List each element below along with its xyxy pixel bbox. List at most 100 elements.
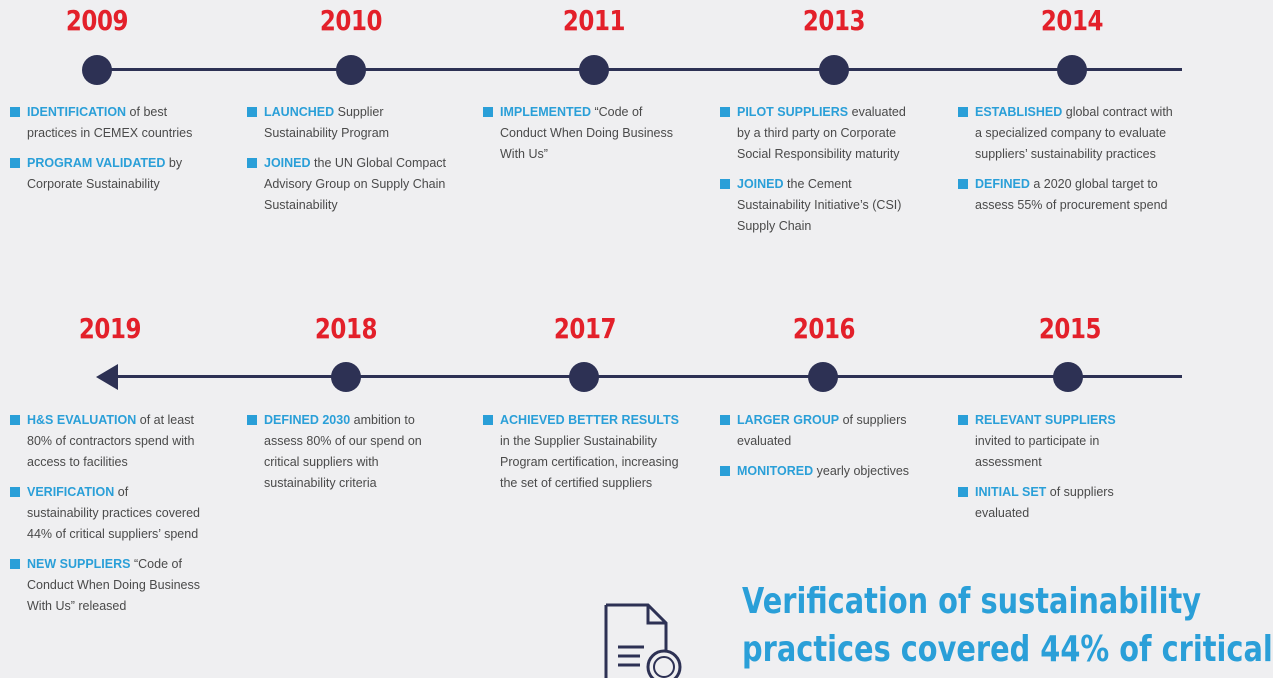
- milestone-text: of best practices in CEMEX countries: [27, 105, 193, 140]
- milestone-text: “Code of Conduct When Doing Business Wit…: [27, 557, 201, 613]
- year-label: 2011: [562, 4, 626, 37]
- milestone-highlight: ESTABLISHED: [975, 105, 1063, 119]
- milestone-column: IMPLEMENTED “Code of Conduct When Doing …: [483, 102, 673, 174]
- milestone-highlight: LARGER GROUP: [737, 413, 840, 427]
- year-label: 2010: [319, 4, 383, 37]
- milestone-text: global contract with a specialized compa…: [975, 105, 1173, 161]
- timeline-dot: [1057, 55, 1087, 85]
- year-label: 2017: [553, 312, 617, 345]
- arrow-left-icon: [96, 364, 118, 390]
- bullet-square-icon: [247, 415, 257, 425]
- milestone-text: the Cement Sustainability Initiative’s (…: [737, 177, 902, 233]
- milestone-item: IMPLEMENTED “Code of Conduct When Doing …: [483, 102, 673, 165]
- year-label: 2013: [802, 4, 866, 37]
- year-label: 2018: [314, 312, 378, 345]
- timeline-dot: [336, 55, 366, 85]
- callout-headline: Verification of sustainability practices…: [742, 578, 1273, 674]
- milestone-column: PILOT SUPPLIERS evaluated by a third par…: [720, 102, 918, 246]
- timeline-line: [112, 375, 1182, 378]
- bullet-square-icon: [10, 158, 20, 168]
- milestone-highlight: JOINED: [737, 177, 784, 191]
- milestone-text: a 2020 global target to assess 55% of pr…: [975, 177, 1168, 212]
- year-label: 2015: [1038, 312, 1102, 345]
- milestone-text: ambition to assess 80% of our spend on c…: [264, 413, 422, 490]
- timeline-dot: [331, 362, 361, 392]
- milestone-text: evaluated by a third party on Corporate …: [737, 105, 906, 161]
- bullet-square-icon: [720, 107, 730, 117]
- milestone-highlight: DEFINED 2030: [264, 413, 351, 427]
- milestone-item: ACHIEVED BETTER RESULTS in the Supplier …: [483, 410, 681, 494]
- timeline-dot: [569, 362, 599, 392]
- milestone-item: VERIFICATION of sustainability practices…: [10, 482, 200, 545]
- milestone-text: of sustainability practices covered 44% …: [27, 485, 200, 541]
- milestone-column: DEFINED 2030 ambition to assess 80% of o…: [247, 410, 452, 503]
- milestone-column: ESTABLISHED global contract with a speci…: [958, 102, 1180, 225]
- milestone-text: of suppliers evaluated: [975, 485, 1114, 520]
- timeline-dot: [819, 55, 849, 85]
- bullet-square-icon: [958, 179, 968, 189]
- bullet-square-icon: [958, 415, 968, 425]
- year-label: 2016: [792, 312, 856, 345]
- milestone-text: invited to participate in assessment: [975, 434, 1100, 469]
- milestone-text: “Code of Conduct When Doing Business Wit…: [500, 105, 674, 161]
- timeline-dot: [82, 55, 112, 85]
- year-label: 2019: [78, 312, 142, 345]
- milestone-text: by Corporate Sustainability: [27, 156, 183, 191]
- milestone-text: of suppliers evaluated: [737, 413, 907, 448]
- bullet-square-icon: [247, 107, 257, 117]
- milestone-column: LARGER GROUP of suppliers evaluated MONI…: [720, 410, 920, 491]
- milestone-column: ACHIEVED BETTER RESULTS in the Supplier …: [483, 410, 681, 503]
- milestone-text: Supplier Sustainability Program: [264, 105, 390, 140]
- milestone-item: JOINED the UN Global Compact Advisory Gr…: [247, 153, 457, 216]
- milestone-item: DEFINED a 2020 global target to assess 5…: [958, 174, 1180, 216]
- callout-line-2: practices covered 44% of critical: [742, 629, 1273, 670]
- timeline-dot: [579, 55, 609, 85]
- milestone-highlight: H&S EVALUATION: [27, 413, 137, 427]
- milestone-highlight: JOINED: [264, 156, 311, 170]
- milestone-highlight: MONITORED: [737, 464, 814, 478]
- milestone-highlight: PROGRAM VALIDATED: [27, 156, 166, 170]
- callout-line-1: Verification of sustainability: [742, 581, 1202, 622]
- milestone-item: H&S EVALUATION of at least 80% of contra…: [10, 410, 200, 473]
- year-label: 2014: [1040, 4, 1104, 37]
- year-label: 2009: [65, 4, 129, 37]
- bullet-square-icon: [10, 487, 20, 497]
- milestone-item: LARGER GROUP of suppliers evaluated: [720, 410, 920, 452]
- bullet-square-icon: [958, 107, 968, 117]
- milestone-column: IDENTIFICATION of best practices in CEME…: [10, 102, 215, 204]
- milestone-text: of at least 80% of contractors spend wit…: [27, 413, 195, 469]
- milestone-column: RELEVANT SUPPLIERS invited to participat…: [958, 410, 1148, 533]
- timeline-dot: [808, 362, 838, 392]
- milestone-item: MONITORED yearly objectives: [720, 461, 920, 482]
- milestone-item: JOINED the Cement Sustainability Initiat…: [720, 174, 918, 237]
- milestone-text: in the Supplier Sustainability Program c…: [500, 434, 679, 490]
- milestone-item: DEFINED 2030 ambition to assess 80% of o…: [247, 410, 452, 494]
- bullet-square-icon: [958, 487, 968, 497]
- milestone-highlight: PILOT SUPPLIERS: [737, 105, 849, 119]
- milestone-item: NEW SUPPLIERS “Code of Conduct When Doin…: [10, 554, 200, 617]
- milestone-highlight: DEFINED: [975, 177, 1030, 191]
- bullet-square-icon: [10, 107, 20, 117]
- milestone-text: the UN Global Compact Advisory Group on …: [264, 156, 447, 212]
- milestone-highlight: INITIAL SET: [975, 485, 1047, 499]
- milestone-highlight: IMPLEMENTED: [500, 105, 591, 119]
- milestone-highlight: VERIFICATION: [27, 485, 115, 499]
- bullet-square-icon: [10, 415, 20, 425]
- document-magnifier-icon: [604, 603, 682, 678]
- milestone-highlight: ACHIEVED BETTER RESULTS: [500, 413, 679, 427]
- milestone-column: LAUNCHED Supplier Sustainability Program…: [247, 102, 457, 225]
- milestone-item: INITIAL SET of suppliers evaluated: [958, 482, 1148, 524]
- milestone-highlight: RELEVANT SUPPLIERS: [975, 413, 1116, 427]
- bullet-square-icon: [720, 179, 730, 189]
- bullet-square-icon: [10, 559, 20, 569]
- milestone-item: RELEVANT SUPPLIERS invited to participat…: [958, 410, 1148, 473]
- milestone-highlight: IDENTIFICATION: [27, 105, 127, 119]
- milestone-highlight: LAUNCHED: [264, 105, 335, 119]
- milestone-item: PILOT SUPPLIERS evaluated by a third par…: [720, 102, 918, 165]
- milestone-text: yearly objectives: [813, 464, 910, 478]
- milestone-item: ESTABLISHED global contract with a speci…: [958, 102, 1180, 165]
- milestone-item: LAUNCHED Supplier Sustainability Program: [247, 102, 457, 144]
- milestone-item: IDENTIFICATION of best practices in CEME…: [10, 102, 215, 144]
- bullet-square-icon: [720, 415, 730, 425]
- timeline-line: [97, 68, 1182, 71]
